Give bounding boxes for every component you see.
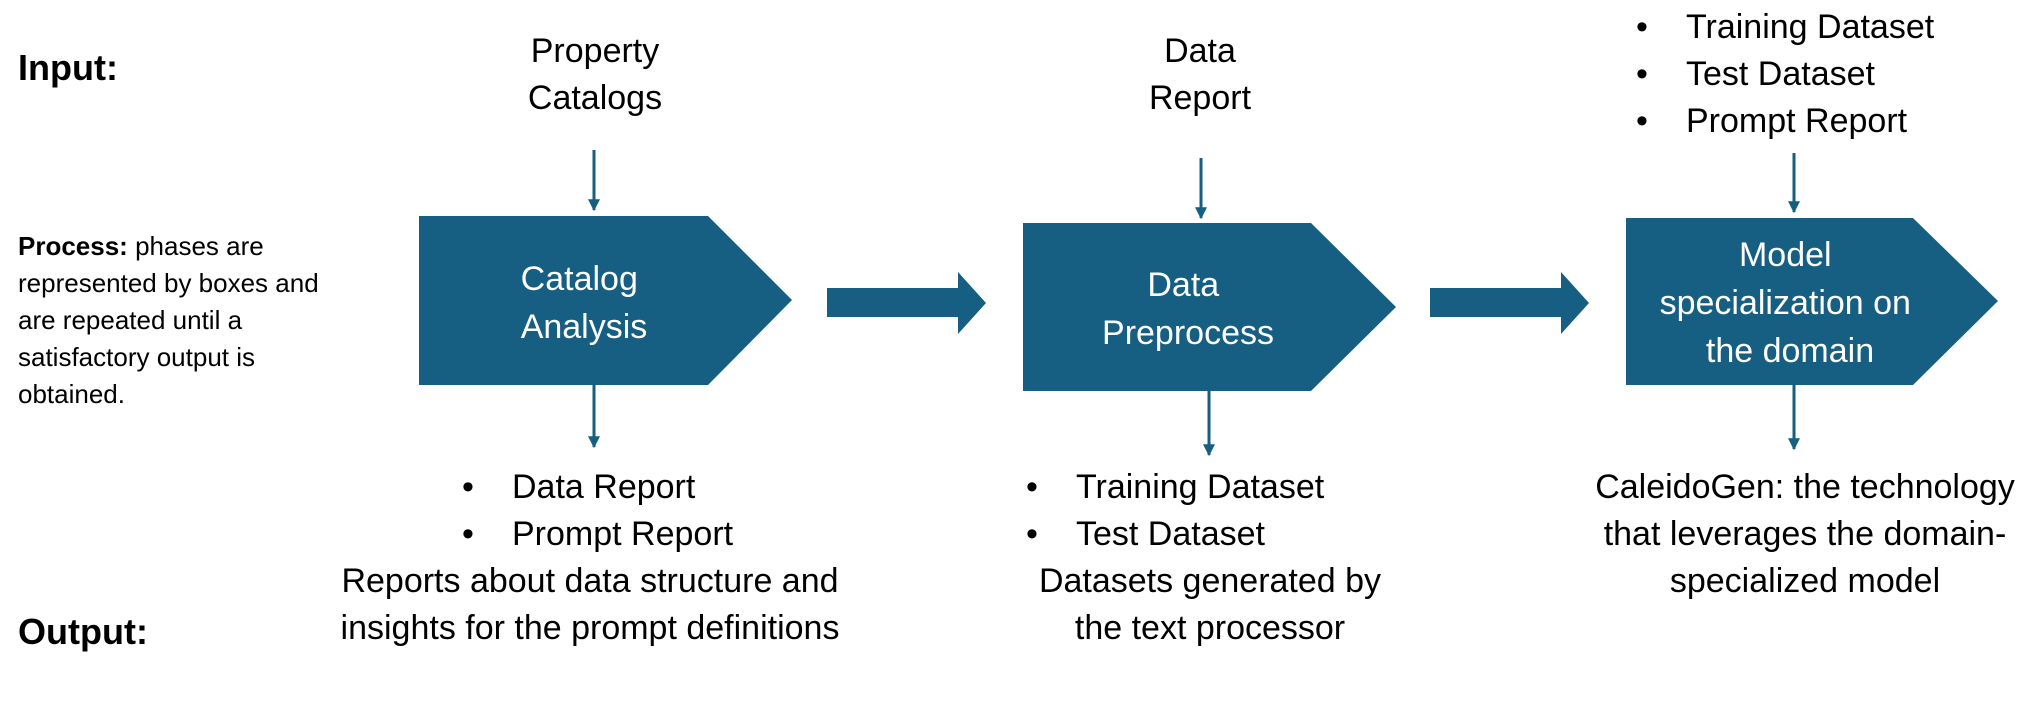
phase-1-box — [419, 216, 792, 385]
phase-3-box-line-1: Model — [1739, 236, 1832, 274]
phase-2-input-text: Data Report — [1148, 32, 1252, 117]
phase-2-box-label: Data Preprocess — [1102, 266, 1274, 352]
phase-3-output-caption: CaleidoGen: the technology that leverage… — [1595, 468, 2015, 600]
phase-2-box-line-1: Data — [1147, 266, 1219, 304]
output-row-label: Output: — [18, 611, 148, 652]
phase-1-output-caption: Reports about data structure and insight… — [340, 562, 840, 647]
phase-2-box-line-2: Preprocess — [1102, 314, 1274, 352]
phase-3-box-line-3: the domain — [1706, 332, 1874, 370]
process-description: Process: phases are represented by boxes… — [18, 228, 348, 413]
phase-1-box-label: Catalog Analysis — [521, 260, 648, 346]
phase-2-output-item: Training Dataset — [1026, 464, 1324, 511]
phase-1-output-item: Data Report — [462, 464, 733, 511]
process-text: phases are represented by boxes and are … — [18, 231, 319, 409]
phase-3-input-item: Training Dataset — [1636, 4, 1934, 51]
phase-2-output-list: Training Dataset Test Dataset — [1026, 464, 1324, 558]
input-row-label: Input: — [18, 47, 118, 88]
phase-3-input-item: Prompt Report — [1636, 98, 1934, 145]
phase-2-output-item: Test Dataset — [1026, 511, 1324, 558]
phase-2-box — [1023, 223, 1396, 391]
phase-3-input-list: Training Dataset Test Dataset Prompt Rep… — [1636, 4, 1934, 145]
phase-3-box-label: Model specialization on the domain — [1660, 236, 1921, 370]
phase-1-box-line-2: Analysis — [521, 308, 648, 346]
phase-3-input-item: Test Dataset — [1636, 51, 1934, 98]
phase-3-box — [1626, 218, 1998, 385]
phase-1-box-line-1: Catalog — [521, 260, 638, 298]
phase-1-input-text: Property Catalogs — [527, 32, 663, 117]
phase-1-output-list: Data Report Prompt Report — [462, 464, 733, 558]
phase-2-to-3-arrow — [1430, 272, 1589, 334]
phase-1-to-2-arrow — [827, 272, 986, 334]
process-title: Process: — [18, 231, 128, 261]
phase-3-box-line-2: specialization on — [1660, 284, 1911, 322]
phase-1-output-item: Prompt Report — [462, 511, 733, 558]
phase-2-output-caption: Datasets generated by the text processor — [1038, 562, 1382, 647]
